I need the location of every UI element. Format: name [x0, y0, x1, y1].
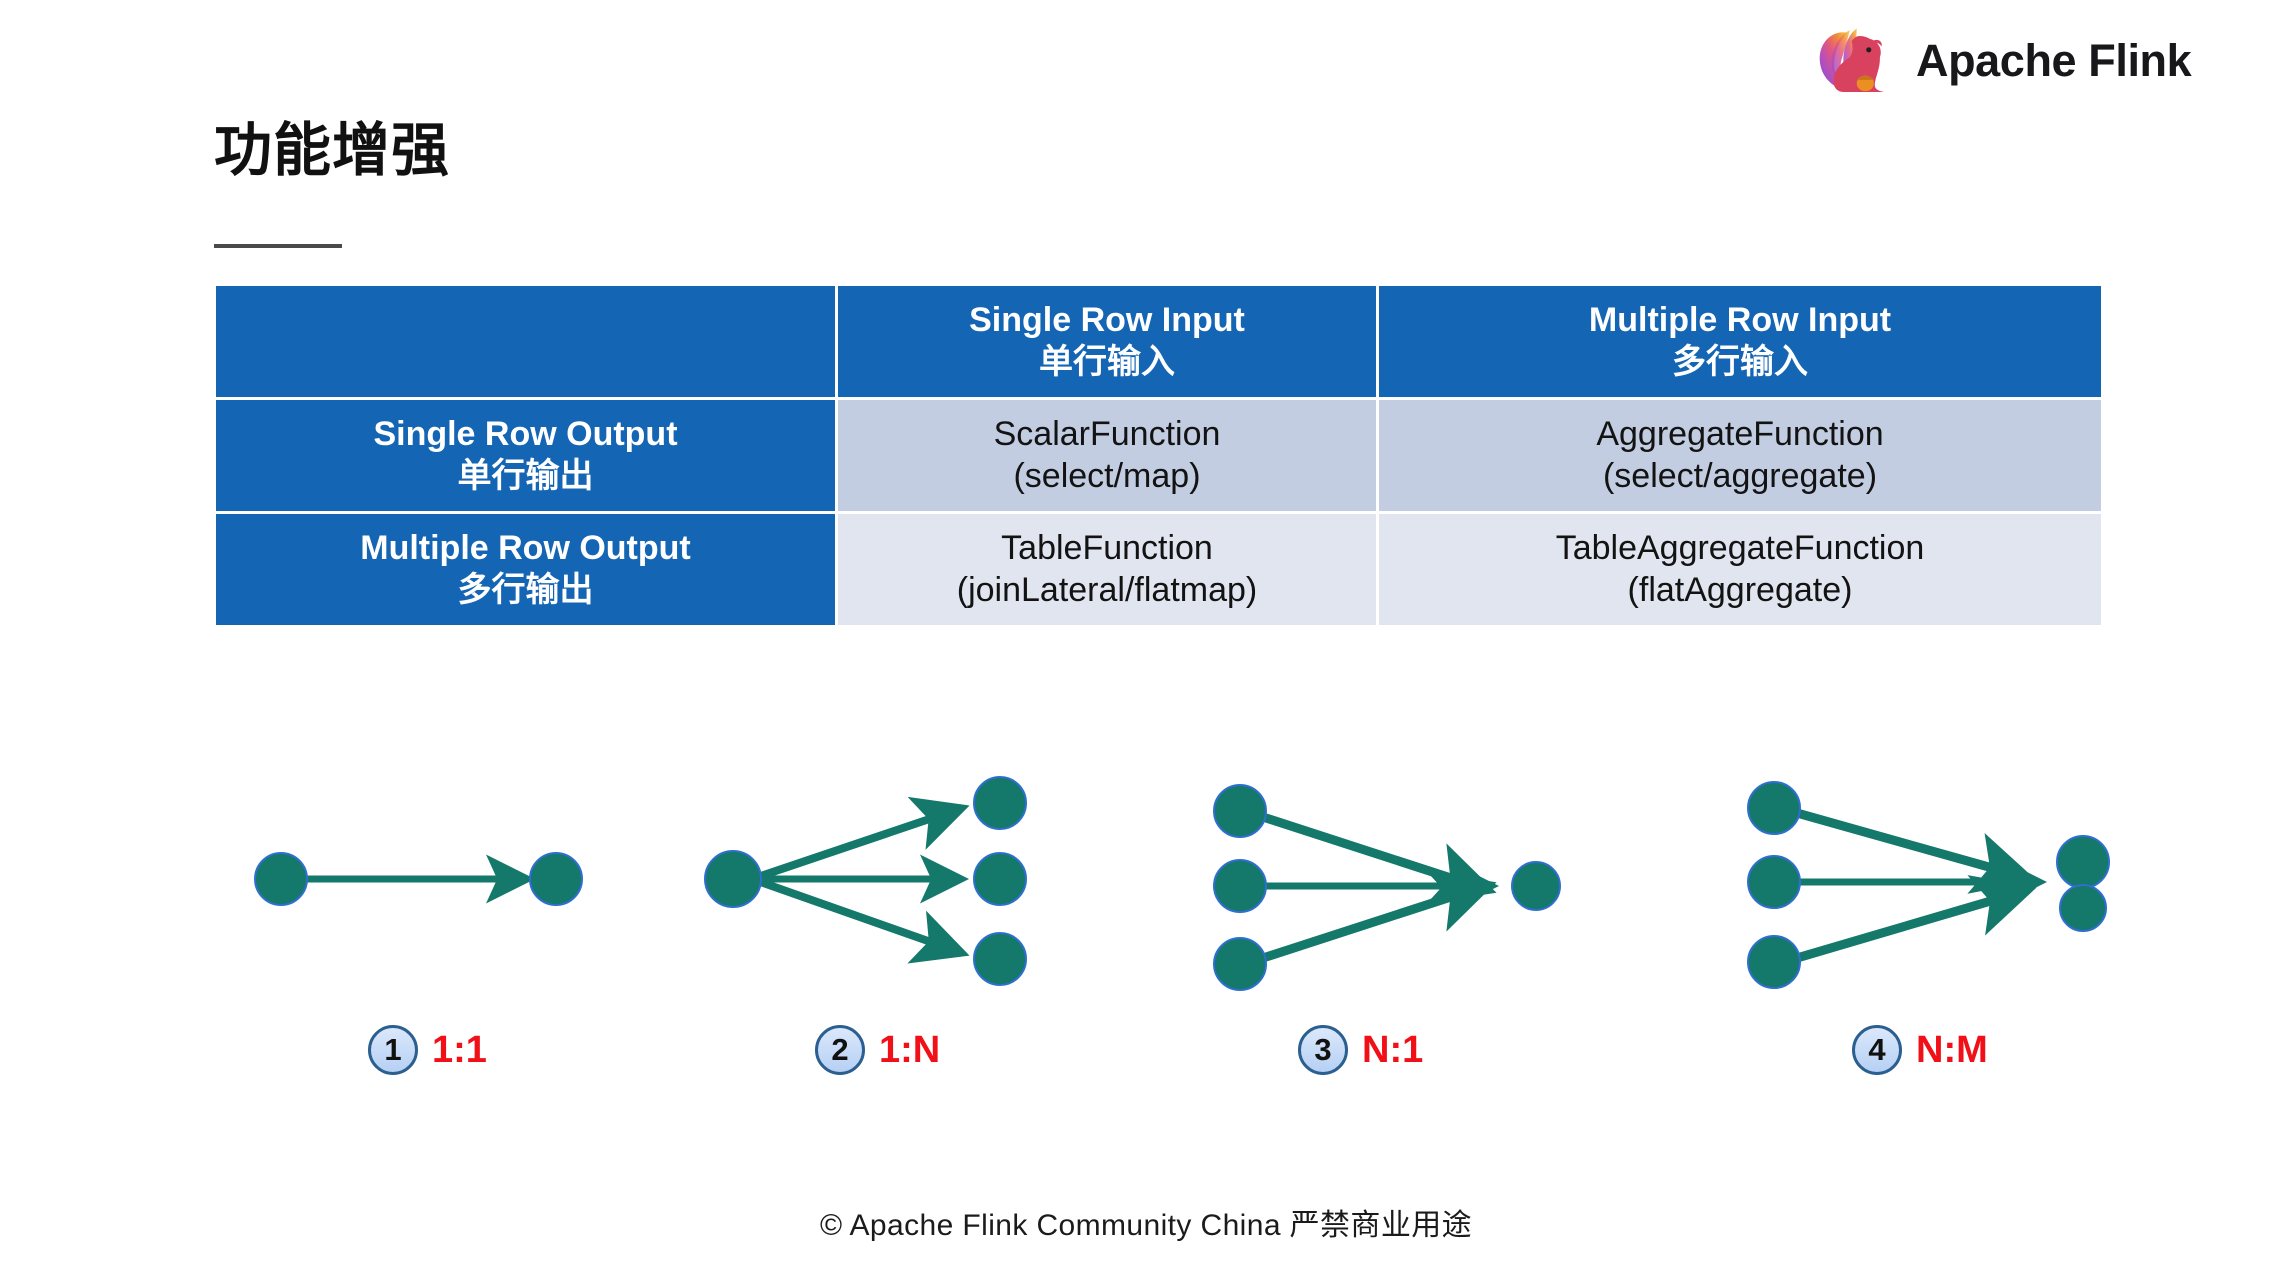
- cell-scalar-function: ScalarFunction (select/map): [838, 400, 1376, 511]
- cardinality-diagrams: 1 1:1 2 1:N 3 N:1 4 N:M: [0, 700, 2292, 1100]
- diagram-1-1-to-1: [254, 852, 583, 906]
- input-node: [1747, 855, 1801, 909]
- input-node: [254, 852, 308, 906]
- output-node: [2059, 884, 2107, 932]
- row-header-single-row-output: Single Row Output 单行输出: [216, 400, 835, 511]
- diagram-4-badge: 4: [1852, 1025, 1902, 1075]
- column-header-multiple-row-input-en: Multiple Row Input: [1588, 301, 1892, 340]
- cell-table-aggregate-function-methods: (flatAggregate): [1627, 570, 1853, 609]
- function-matrix-table: Single Row Input 单行输入 Multiple Row Input…: [213, 283, 2104, 628]
- apache-flink-logo: Apache Flink: [1812, 18, 2192, 104]
- input-node: [1213, 784, 1267, 838]
- column-header-multiple-row-input: Multiple Row Input 多行输入: [1379, 286, 2101, 397]
- brand-wordmark: Apache Flink: [1916, 35, 2192, 86]
- diagram-2-label: 1:N: [879, 1028, 941, 1071]
- cell-table-function: TableFunction (joinLateral/flatmap): [838, 514, 1376, 625]
- cell-table-aggregate-function: TableAggregateFunction (flatAggregate): [1379, 514, 2101, 625]
- cell-scalar-function-methods: (select/map): [1013, 456, 1201, 495]
- cell-aggregate-function-name: AggregateFunction: [1596, 415, 1884, 454]
- output-node: [973, 852, 1027, 906]
- table-corner-cell: [216, 286, 835, 397]
- table-row: Single Row Output 单行输出 ScalarFunction (s…: [216, 400, 2101, 511]
- diagram-1-caption: 1 1:1: [368, 1025, 487, 1075]
- row-header-multiple-row-output-zh: 多行输出: [457, 570, 594, 609]
- row-header-multiple-row-output-en: Multiple Row Output: [360, 529, 691, 568]
- cell-scalar-function-name: ScalarFunction: [993, 415, 1221, 454]
- diagram-2-badge: 2: [815, 1025, 865, 1075]
- edge-arrow: [1261, 871, 1497, 963]
- input-node: [1213, 937, 1267, 991]
- input-node: [1747, 935, 1801, 989]
- diagram-3-n-to-1: [1213, 784, 1561, 991]
- diagram-3-badge: 3: [1298, 1025, 1348, 1075]
- footer-copyright: © Apache Flink Community China 严禁商业用途: [819, 1209, 1473, 1242]
- title-underline-rule: [214, 244, 342, 248]
- diagram-3-label: N:1: [1362, 1028, 1424, 1071]
- input-node: [704, 850, 762, 908]
- row-header-single-row-output-zh: 单行输出: [457, 456, 594, 495]
- input-node: [1747, 781, 1801, 835]
- output-node: [2056, 835, 2110, 889]
- row-header-single-row-output-en: Single Row Output: [373, 415, 678, 454]
- cell-table-function-methods: (joinLateral/flatmap): [956, 570, 1258, 609]
- diagram-4-n-to-m: [1747, 781, 2110, 989]
- output-node: [529, 852, 583, 906]
- edge-arrow: [1795, 875, 2037, 963]
- edge-arrow: [1795, 808, 2037, 894]
- input-node: [1213, 859, 1267, 913]
- edge-arrow: [1261, 812, 1497, 904]
- diagram-4-label: N:M: [1916, 1028, 1988, 1071]
- row-header-multiple-row-output: Multiple Row Output 多行输出: [216, 514, 835, 625]
- column-header-single-row-input-en: Single Row Input: [969, 301, 1245, 340]
- diagram-1-badge: 1: [368, 1025, 418, 1075]
- diagram-3-caption: 3 N:1: [1298, 1025, 1423, 1075]
- output-node: [973, 932, 1027, 986]
- diagram-2-1-to-n: [704, 776, 1027, 986]
- diagram-1-label: 1:1: [432, 1028, 487, 1071]
- cell-table-aggregate-function-name: TableAggregateFunction: [1555, 529, 1925, 568]
- column-header-single-row-input: Single Row Input 单行输入: [838, 286, 1376, 397]
- output-node: [973, 776, 1027, 830]
- cell-table-function-name: TableFunction: [1001, 529, 1213, 568]
- cardinality-diagrams-svg: [254, 776, 2110, 991]
- table-row: Multiple Row Output 多行输出 TableFunction (…: [216, 514, 2101, 625]
- output-node: [1511, 861, 1561, 911]
- apache-flink-squirrel-icon: [1812, 18, 1898, 104]
- column-header-single-row-input-zh: 单行输入: [1039, 342, 1175, 381]
- diagram-4-caption: 4 N:M: [1852, 1025, 1988, 1075]
- table-header-row: Single Row Input 单行输入 Multiple Row Input…: [216, 286, 2101, 397]
- cell-aggregate-function: AggregateFunction (select/aggregate): [1379, 400, 2101, 511]
- edge-arrow: [750, 796, 970, 883]
- cell-aggregate-function-methods: (select/aggregate): [1602, 456, 1878, 495]
- diagram-2-caption: 2 1:N: [815, 1025, 940, 1075]
- page-title: 功能增强: [214, 118, 451, 183]
- edge-arrow: [750, 875, 970, 964]
- column-header-multiple-row-input-zh: 多行输入: [1672, 342, 1808, 381]
